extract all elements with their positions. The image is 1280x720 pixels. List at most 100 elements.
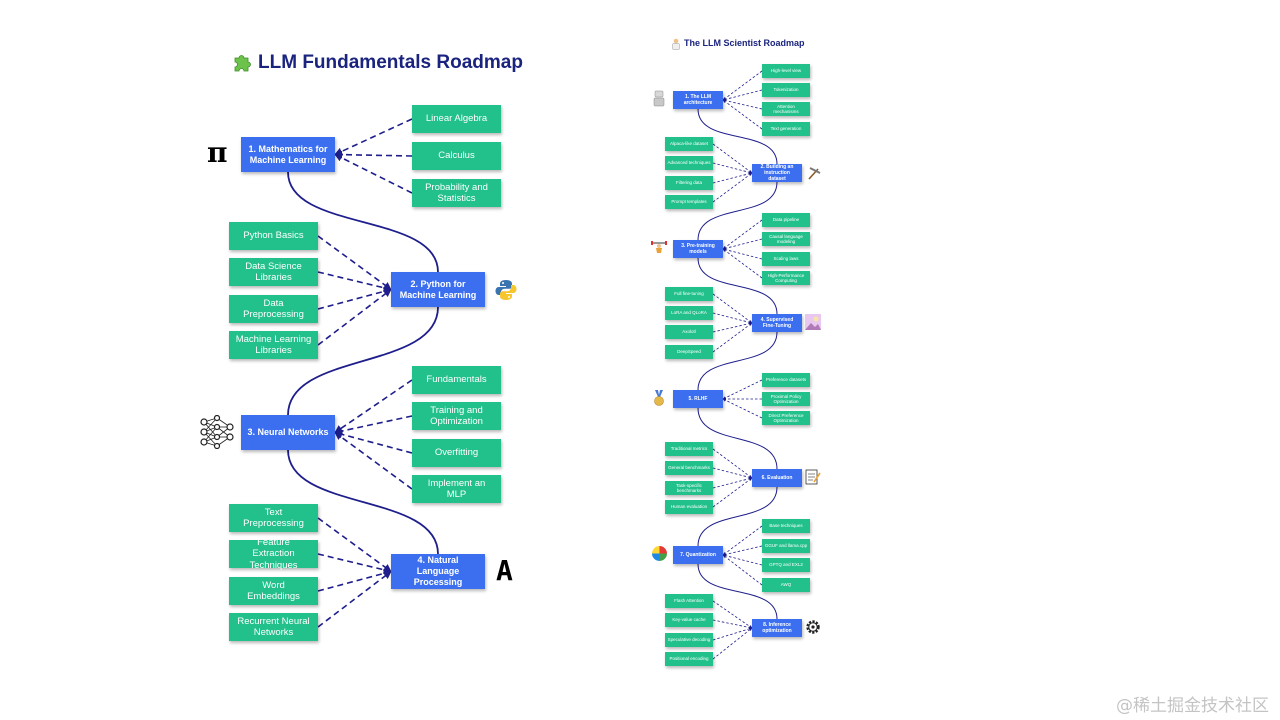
topic-flash-attention: Flash Attention <box>665 594 713 608</box>
left-link-2-0 <box>334 379 413 434</box>
right-link-3-0 <box>712 293 753 324</box>
right-link-5-2 <box>712 477 753 489</box>
stage-mathematics: 1. Mathematics for Machine Learning <box>241 137 335 172</box>
right-link-2-2 <box>722 248 763 260</box>
stage-neural-networks: 3. Neural Networks <box>241 415 335 450</box>
topic-calculus: Calculus <box>412 142 501 170</box>
right-link-6-1 <box>722 545 763 556</box>
right-link-6-3 <box>722 554 763 586</box>
weightlifter-icon <box>651 241 667 253</box>
topic-probability-statistics: Probability and Statistics <box>412 179 501 207</box>
memo-icon <box>805 469 821 485</box>
left-spine-1 <box>287 306 439 416</box>
right-link-3-2 <box>712 322 753 333</box>
topic-lora-qlora: LoRA and QLoRA <box>665 306 713 320</box>
right-link-3-3 <box>712 322 753 353</box>
right-spine-5 <box>697 486 778 547</box>
topic-machine-learning-libraries: Machine Learning Libraries <box>229 331 318 359</box>
stage-pretraining: 3. Pre-training models <box>673 240 723 258</box>
right-roadmap-title: The LLM Scientist Roadmap <box>684 38 805 48</box>
topic-full-fine-tuning: Full fine-tuning <box>665 287 713 301</box>
right-link-1-0 <box>712 143 753 174</box>
left-spine-0 <box>287 171 439 273</box>
topic-base-techniques: Base techniques <box>762 519 810 533</box>
left-link-1-1 <box>317 271 392 292</box>
right-link-0-1 <box>722 89 763 101</box>
watermark: @稀土掘金技术社区 <box>1116 696 1269 716</box>
topic-traditional-metrics: Traditional metrics <box>665 442 713 456</box>
stage-inference-optimization: 8. Inference optimization <box>752 619 802 637</box>
topic-python-basics: Python Basics <box>229 222 318 250</box>
right-spine-1 <box>697 181 778 241</box>
left-link-0-1 <box>334 150 413 159</box>
right-link-5-1 <box>712 467 753 479</box>
right-link-1-2 <box>712 172 753 184</box>
left-link-2-2 <box>334 430 413 454</box>
topic-text-preprocessing: Text Preprocessing <box>229 504 318 532</box>
topic-alpaca-dataset: Alpaca-like dataset <box>665 137 713 151</box>
medal-icon <box>654 390 664 406</box>
topic-data-preprocessing: Data Preprocessing <box>229 295 318 323</box>
topic-data-science-libraries: Data Science Libraries <box>229 258 318 286</box>
right-link-0-3 <box>722 99 763 130</box>
topic-attention-mechanisms: Attention mechanisms <box>762 102 810 116</box>
right-link-3-1 <box>712 312 753 324</box>
left-link-0-0 <box>334 118 413 156</box>
picture-icon <box>805 314 821 330</box>
stage-python: 2. Python for Machine Learning <box>391 272 485 307</box>
right-link-1-3 <box>712 172 753 203</box>
right-spine-4 <box>697 407 778 470</box>
left-roadmap-title: LLM Fundamentals Roadmap <box>258 52 523 73</box>
left-link-1-0 <box>317 235 392 291</box>
left-link-1-2 <box>317 287 392 310</box>
gear-icon <box>806 620 820 634</box>
robot-icon <box>653 90 665 107</box>
right-spine-0 <box>697 108 778 165</box>
right-link-2-3 <box>722 248 763 279</box>
topic-awq: AWQ <box>762 578 810 592</box>
left-link-3-2 <box>317 569 392 592</box>
topic-feature-extraction: Feature Extraction Techniques <box>229 537 318 571</box>
right-link-2-0 <box>722 219 763 250</box>
left-link-2-3 <box>334 431 413 490</box>
hammer-pick-icon <box>808 167 821 180</box>
stage-evaluation: 6. Evaluation <box>752 469 802 487</box>
topic-training-optimization: Training and Optimization <box>412 402 501 430</box>
right-spine-2 <box>697 257 778 315</box>
right-link-4-0 <box>722 379 763 400</box>
left-link-3-1 <box>317 553 392 574</box>
topic-preference-datasets: Preference datasets <box>762 373 810 387</box>
topic-key-value-cache: Key-value cache <box>665 613 713 627</box>
stage-instruction-dataset: 2. Building an instruction dataset <box>752 164 802 182</box>
topic-text-generation: Text generation <box>762 122 810 136</box>
right-link-2-1 <box>722 238 763 250</box>
scientist-icon <box>672 38 680 50</box>
right-spine-6 <box>697 563 778 620</box>
neural-network-icon <box>200 415 234 449</box>
topic-high-performance-computing: High-Performance Computing <box>762 271 810 285</box>
right-link-7-1 <box>712 619 753 629</box>
right-link-0-2 <box>722 99 763 110</box>
stage-nlp: 4. Natural Language Processing <box>391 554 485 589</box>
left-link-3-0 <box>317 517 392 573</box>
topic-advanced-techniques: Advanced techniques <box>665 156 713 170</box>
letter-a-icon: A <box>496 554 513 587</box>
python-logo-icon <box>495 280 517 300</box>
topic-data-pipeline: Data pipeline <box>762 213 810 227</box>
left-spine-2 <box>287 449 439 555</box>
right-link-5-0 <box>712 448 753 479</box>
right-spine-3 <box>697 331 778 391</box>
pi-icon: π <box>207 136 228 169</box>
color-wheel-icon <box>652 546 667 561</box>
topic-overfitting: Overfitting <box>412 439 501 467</box>
topic-ppo: Proximal Policy Optimization <box>762 392 810 406</box>
right-link-0-0 <box>722 70 763 101</box>
stage-llm-architecture: 1. The LLM architecture <box>673 91 723 109</box>
stage-supervised-fine-tuning: 4. Supervised Fine-Tuning <box>752 314 802 332</box>
stage-rlhf: 5. RLHF <box>673 390 723 408</box>
topic-linear-algebra: Linear Algebra <box>412 105 501 133</box>
left-link-1-3 <box>317 288 392 346</box>
topic-task-specific-benchmarks: Task-specific benchmarks <box>665 481 713 495</box>
topic-gguf-llamacpp: GGUF and llama.cpp <box>762 539 810 553</box>
right-link-5-3 <box>712 477 753 508</box>
